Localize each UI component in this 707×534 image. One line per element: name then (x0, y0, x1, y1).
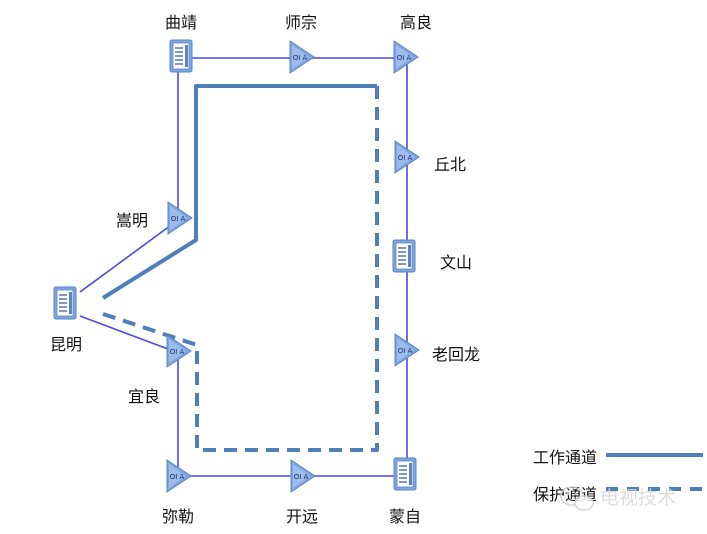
link-kunming-yiliang (79, 315, 177, 353)
node-label-laohuilong: 老回龙 (432, 345, 480, 364)
node-label-shizong: 师宗 (285, 13, 317, 32)
watermark: 电视技术 (560, 486, 676, 511)
amplifier-triangle-icon (289, 40, 315, 74)
node-qujing: 曲靖 (165, 13, 197, 73)
node-kaiyuan: 开远 (286, 459, 318, 526)
working-path (101, 84, 377, 300)
node-qiubei: 丘北 (394, 140, 466, 174)
node-label-wenshan: 文山 (440, 253, 472, 272)
amplifier-triangle-icon (167, 201, 193, 235)
node-mengzi: 蒙自 (389, 457, 421, 526)
node-label-mile: 弥勒 (162, 507, 194, 526)
wechat-icon (560, 486, 594, 511)
node-label-songming: 嵩明 (116, 211, 148, 230)
legend: 工作通道 保护通道 (533, 448, 703, 504)
node-label-qujing: 曲靖 (165, 13, 197, 32)
node-wenshan: 文山 (392, 239, 472, 273)
adm-rack-icon (169, 39, 193, 73)
fiber-links (79, 57, 408, 477)
node-label-qiubei: 丘北 (434, 155, 466, 174)
node-label-yiliang: 宜良 (128, 387, 160, 406)
node-label-kunming: 昆明 (50, 335, 82, 354)
amplifier-triangle-icon (290, 459, 316, 493)
legend-working-label: 工作通道 (533, 448, 597, 467)
adm-rack-icon (393, 457, 417, 491)
amplifier-triangle-icon (166, 459, 192, 493)
node-yiliang: 宜良 (128, 334, 192, 406)
node-gaoliang: 高良 (393, 13, 432, 74)
node-label-mengzi: 蒙自 (389, 507, 421, 526)
node-label-gaoliang: 高良 (400, 13, 432, 32)
link-songming-kunming (79, 219, 179, 293)
node-laohuilong: 老回龙 (394, 333, 480, 367)
node-songming: 嵩明 (116, 201, 193, 235)
node-kunming: 昆明 (50, 286, 82, 354)
node-mile: 弥勒 (162, 459, 194, 526)
amplifier-triangle-icon (393, 40, 419, 74)
adm-rack-icon (392, 239, 416, 273)
node-label-kaiyuan: 开远 (286, 507, 318, 526)
protection-path (102, 86, 379, 452)
watermark-text: 电视技术 (600, 487, 676, 509)
node-shizong: 师宗 (285, 13, 317, 74)
adm-rack-icon (53, 286, 77, 320)
